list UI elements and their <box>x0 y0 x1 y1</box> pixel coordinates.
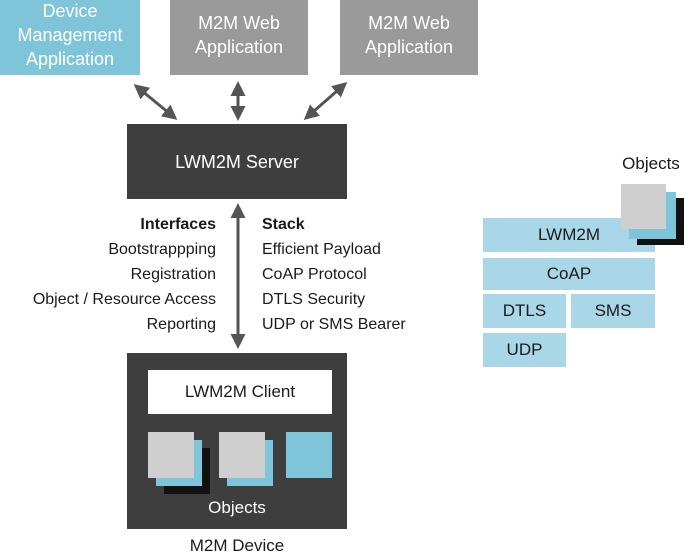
stack-item: CoAP Protocol <box>262 266 367 283</box>
object-square-blue <box>286 432 332 478</box>
interface-item: Registration <box>130 266 216 283</box>
device-objects-label: Objects <box>208 498 266 517</box>
m2m-web-application-box-1: M2M Web Application <box>170 0 308 75</box>
object-square-gray <box>148 432 194 478</box>
lwm2m-server-box: LWM2M Server <box>127 124 347 199</box>
stack-objects-label: Objects <box>622 154 680 173</box>
layer-dtls: DTLS <box>483 294 566 328</box>
layer-udp: UDP <box>483 333 566 367</box>
stack-item: DTLS Security <box>262 291 366 308</box>
interfaces-heading: Interfaces <box>140 216 216 233</box>
stack-list: Stack Efficient Payload CoAP Protocol DT… <box>262 212 432 337</box>
layer-sms: SMS <box>571 294 655 328</box>
device-management-application-box: Device Management Application <box>0 0 140 75</box>
m2m-device-label: M2M Device <box>189 536 285 555</box>
stack-heading: Stack <box>262 216 305 233</box>
arrow-dm-server <box>133 84 178 120</box>
arrow-web2-server <box>303 82 348 120</box>
stack-object-square-gray <box>621 184 666 229</box>
stack-item: UDP or SMS Bearer <box>262 316 406 333</box>
layer-coap: CoAP <box>483 258 655 290</box>
m2m-web-application-box-2: M2M Web Application <box>340 0 478 75</box>
interfaces-list: Interfaces Bootstrappping Registration O… <box>0 212 216 337</box>
interface-item: Reporting <box>146 316 216 333</box>
lwm2m-client-box: LWM2M Client <box>148 370 332 414</box>
interface-item: Bootstrappping <box>108 241 216 258</box>
stack-item: Efficient Payload <box>262 241 381 258</box>
object-square-gray <box>219 432 265 478</box>
interface-item: Object / Resource Access <box>32 291 216 308</box>
